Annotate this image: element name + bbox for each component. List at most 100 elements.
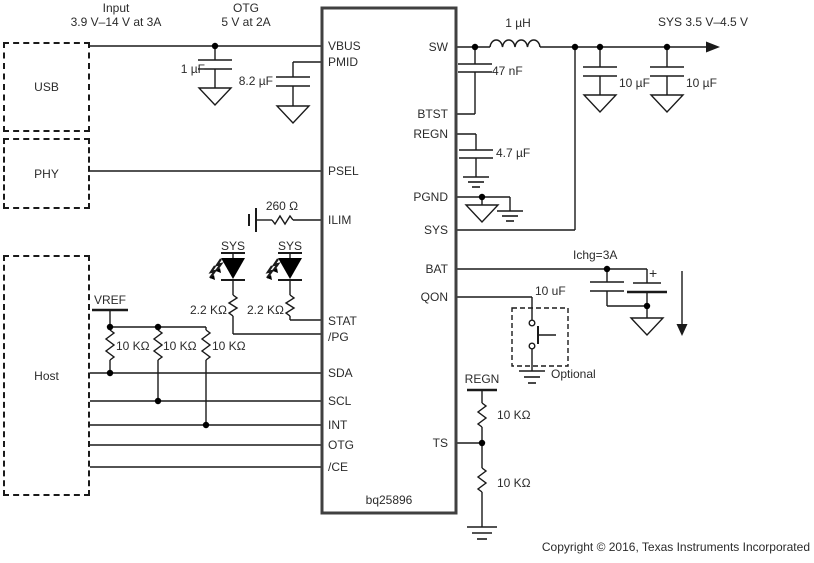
res-led-right-label: 2.2 KΩ <box>247 303 284 317</box>
arrow-charge-current <box>676 271 688 336</box>
pin-sw: SW <box>428 40 448 54</box>
battery-plus-label: + <box>649 265 658 281</box>
usb-block: USB <box>3 42 90 132</box>
otg-rail-spec: 5 V at 2A <box>221 15 271 29</box>
resistor-led-right-2-2k <box>284 294 296 317</box>
wire-bat <box>456 268 648 318</box>
vref-rail-label: VREF <box>93 293 126 307</box>
resistor-scl-10k <box>152 329 164 361</box>
capacitor-sys-10uf-2 <box>650 66 684 77</box>
sys-rail-label: SYS 3.5 V–4.5 V <box>658 15 749 29</box>
pin-psel: PSEL <box>328 164 359 178</box>
led-left-rail-label: SYS <box>220 239 245 253</box>
cap-btst-label: 47 nF <box>492 64 523 78</box>
led-right-rail-label: SYS <box>277 239 302 253</box>
led-right <box>265 252 302 281</box>
pin-pgnd: PGND <box>413 190 448 204</box>
pin-btst: BTST <box>417 107 448 121</box>
pin-int: INT <box>328 418 348 432</box>
host-block: Host <box>3 255 90 496</box>
junction-dots <box>106 42 671 447</box>
qon-optional-switch <box>511 307 569 367</box>
pin-sda: SDA <box>328 366 353 380</box>
resistor-int-10k <box>200 329 212 361</box>
led-right-emission-arrows <box>265 258 281 280</box>
ic-part-number: bq25896 <box>365 493 413 507</box>
wire-sys-feedback <box>456 47 576 231</box>
pin-bat: BAT <box>425 262 448 276</box>
pin-qon: QON <box>420 290 448 304</box>
pin-otg: OTG <box>328 438 354 452</box>
resistor-ilim-260 <box>271 214 294 226</box>
battery-symbol <box>627 282 667 294</box>
usb-block-label: USB <box>34 80 59 94</box>
wire-regn-cap <box>456 133 477 177</box>
cap-pmid-label: 8.2 µF <box>238 74 273 88</box>
pin-vbus: VBUS <box>328 39 361 53</box>
ic-body <box>320 6 458 515</box>
pin-scl: SCL <box>328 394 352 408</box>
cap-bat-label: 10 uF <box>535 284 566 298</box>
res-ts-upper-label: 10 KΩ <box>497 408 531 422</box>
ground-sys1-triangle <box>582 94 618 114</box>
otg-rail-title: OTG <box>233 1 259 15</box>
pin-sys: SYS <box>423 223 448 237</box>
optional-label: Optional <box>551 367 596 381</box>
pin-regn: REGN <box>413 127 448 141</box>
capacitor-input-1uf <box>198 59 232 70</box>
capacitor-pmid-8-2uf <box>276 76 310 87</box>
wire-pmid <box>292 61 322 106</box>
input-rail-spec: 3.9 V–14 V at 3A <box>70 15 162 29</box>
phy-block-label: PHY <box>34 166 59 181</box>
pin-ts: TS <box>432 436 448 450</box>
capacitor-btst-47nf <box>458 63 492 73</box>
host-block-label: Host <box>34 368 59 383</box>
wire-sw-rail <box>456 46 707 115</box>
capacitor-sys-10uf-1 <box>583 66 617 77</box>
ground-input-triangle <box>197 87 233 107</box>
cap-regn-label: 4.7 µF <box>496 146 531 160</box>
res-ilim-label: 260 Ω <box>265 199 299 213</box>
resistor-ts-upper-10k <box>476 402 488 428</box>
pin-pg: /PG <box>328 330 349 344</box>
ground-sys2-triangle <box>649 94 685 114</box>
regn-rail-label: REGN <box>464 372 500 386</box>
capacitor-regn-4-7uf <box>459 149 493 159</box>
arrow-sys-rail <box>706 41 720 53</box>
res-scl-label: 10 KΩ <box>163 339 197 353</box>
res-int-label: 10 KΩ <box>212 339 246 353</box>
resistor-led-left-2-2k <box>227 294 239 317</box>
wire-sys-caps <box>599 47 668 95</box>
res-ts-lower-label: 10 KΩ <box>497 476 531 490</box>
pin-stat: STAT <box>328 314 357 328</box>
wire-ts <box>456 388 497 527</box>
ground-pgnd-triangle <box>464 204 500 224</box>
wire-led-left <box>232 253 322 335</box>
phy-block: PHY <box>3 138 90 209</box>
cap-input-label: 1 µF <box>180 62 205 76</box>
res-sda-label: 10 KΩ <box>116 339 150 353</box>
resistor-ts-lower-10k <box>476 467 488 493</box>
input-rail-title: Input <box>102 1 130 15</box>
ground-qon-bars <box>519 370 545 384</box>
wire-host-bus <box>86 372 322 468</box>
pin-ilim: ILIM <box>328 213 352 227</box>
ground-ilim-sideways <box>248 208 257 232</box>
led-left-emission-arrows <box>208 258 224 280</box>
copyright-notice: Copyright © 2016, Texas Instruments Inco… <box>541 540 810 554</box>
resistor-sda-10k <box>104 329 116 361</box>
ichg-label: Ichg=3A <box>573 248 618 262</box>
inductor-label: 1 µH <box>505 16 531 30</box>
ground-regn-bars <box>463 176 489 188</box>
ground-ts-bars <box>467 526 497 540</box>
pin-pmid: PMID <box>328 55 358 69</box>
capacitor-bat-10uf <box>590 281 624 292</box>
pin-ce: /CE <box>328 460 349 474</box>
ground-pmid-triangle <box>275 105 311 125</box>
ground-bat-triangle <box>629 317 665 337</box>
ground-pgnd-bars <box>497 210 523 222</box>
res-led-left-label: 2.2 KΩ <box>190 303 227 317</box>
cap-sys1-label: 10 µF <box>619 76 650 90</box>
